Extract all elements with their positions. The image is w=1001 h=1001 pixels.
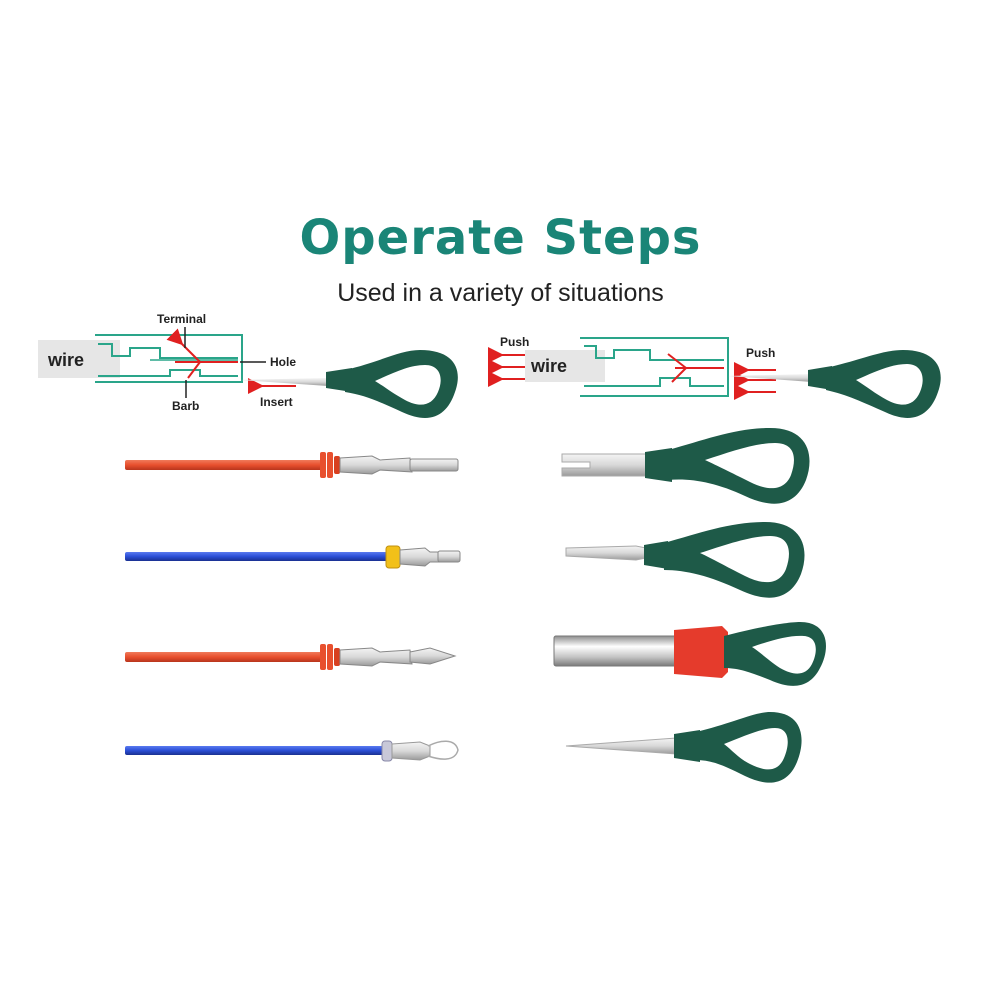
barb-arrow [187, 361, 201, 379]
tube-tip [553, 635, 677, 667]
tool-fork-tip [561, 428, 810, 504]
flat-blade-tip [565, 545, 647, 561]
wire-insulation [125, 552, 387, 561]
crimp-terminal [339, 455, 413, 475]
wire-block [525, 350, 605, 382]
push-diagram: Push wire Push [488, 335, 941, 418]
wire-block [38, 340, 120, 378]
push-right-label: Push [746, 346, 775, 360]
tool-tube [553, 622, 826, 686]
crimp-terminal [339, 647, 413, 667]
push-left-label: Push [500, 335, 529, 349]
wire-1-red [125, 452, 459, 478]
needle-tip [565, 737, 677, 755]
insert-label: Insert [260, 395, 293, 409]
tube-collar [674, 626, 728, 678]
wire-insulation [125, 746, 383, 755]
insert-diagram: wire Terminal Hole Barb Insert [38, 312, 458, 418]
crimp-terminal [399, 547, 441, 567]
tool-flat-blade [565, 522, 805, 598]
wire-2-blue [125, 545, 461, 569]
tool-needle [728, 374, 812, 382]
crimp-terminal [391, 741, 431, 761]
wire-4-blue [125, 740, 459, 762]
hole-label: Hole [270, 355, 296, 369]
tool-needle [240, 378, 328, 386]
insert-tool [240, 350, 458, 418]
wire-seal [334, 648, 340, 666]
wire-seal [381, 740, 393, 762]
wire-label: wire [530, 356, 567, 376]
terminal-label: Terminal [157, 312, 206, 326]
push-tool [728, 350, 941, 418]
connector-housing [580, 337, 729, 397]
wire-label: wire [47, 350, 84, 370]
page-title: Operate Steps [299, 210, 702, 266]
wire-seal [385, 545, 401, 569]
terminal-outline [98, 343, 238, 377]
wire-seal [334, 456, 340, 474]
tool-needle [565, 712, 802, 783]
wire-insulation [125, 652, 325, 662]
wire-insulation [125, 460, 325, 470]
page-subtitle: Used in a variety of situations [337, 279, 664, 307]
barb-label: Barb [172, 399, 199, 413]
wire-3-red [125, 644, 457, 670]
